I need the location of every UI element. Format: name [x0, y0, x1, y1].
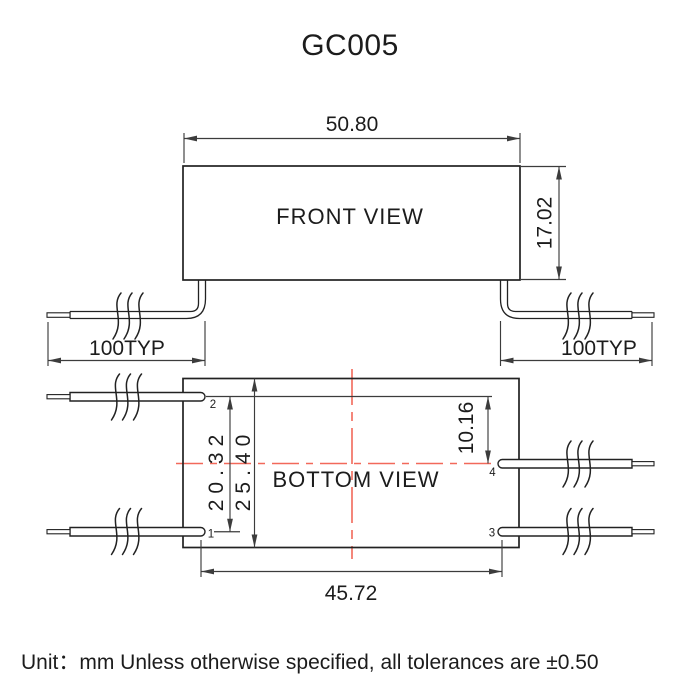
dim-front-height: 17.02: [521, 165, 566, 281]
dim-label-pin-row-pitch: 20.32: [205, 429, 228, 512]
dim-label-front-width: 50.80: [326, 113, 379, 136]
dim-lead-right: 100TYP: [499, 321, 653, 366]
dim-label-lead-left: 100TYP: [89, 337, 165, 360]
pin-label-4: 4: [489, 467, 496, 479]
pin-label-3: 3: [489, 528, 495, 540]
pin-label-1: 1: [208, 529, 214, 541]
front-view-label: FRONT VIEW: [276, 204, 424, 229]
wire-outline: [70, 280, 200, 313]
dim-label-pin4-offset: 10.16: [455, 402, 478, 455]
front-view: FRONT VIEW 50.80 17.02: [46, 113, 655, 366]
dim-body-depth: 25.40: [232, 378, 258, 548]
pin-pad: [497, 458, 633, 469]
wire-tip: [46, 529, 71, 535]
break-symbol-icon: [562, 292, 594, 340]
dim-pin-span: 45.72: [200, 540, 503, 605]
pin-pad: [69, 391, 206, 402]
break-symbol-icon: [112, 292, 144, 340]
front-lead-left: [46, 280, 207, 340]
wire-tip: [631, 461, 655, 467]
wire-outline: [506, 280, 632, 313]
wire-outline: [499, 280, 632, 320]
wire-tip: [631, 312, 655, 318]
pin-label-2: 2: [210, 399, 216, 411]
pin-pad: [69, 526, 206, 537]
front-view-body: [182, 165, 521, 281]
dim-lead-left: 100TYP: [47, 321, 206, 366]
front-lead-right: [499, 280, 655, 340]
pin-pad: [497, 526, 633, 537]
dim-label-lead-right: 100TYP: [561, 337, 637, 360]
bottom-lead-pin2: [46, 373, 206, 421]
dim-label-front-height: 17.02: [534, 197, 557, 250]
dim-pin-row-pitch: 20.32: [205, 396, 233, 532]
wire-tip: [631, 529, 655, 535]
bottom-view-label: BOTTOM VIEW: [272, 467, 439, 492]
dim-label-body-depth: 25.40: [232, 429, 255, 512]
bottom-lead-pin1: [46, 507, 206, 556]
dim-front-width: 50.80: [183, 113, 521, 163]
dim-label-pin-span: 45.72: [325, 582, 378, 605]
wire-outline: [70, 280, 207, 320]
footer-note: Unit：mm Unless otherwise specified, all …: [21, 651, 599, 674]
bottom-lead-pin3: [497, 507, 655, 556]
dim-pin4-offset: 10.16: [455, 396, 491, 464]
wire-tip: [46, 312, 71, 318]
bottom-lead-pin4: [497, 440, 655, 488]
bottom-view: 2 1 4 3 BOTTOM VIEW 20.32 25.40 10.16: [46, 369, 655, 605]
page-title: GC005: [301, 29, 399, 62]
wire-tip: [46, 394, 71, 400]
